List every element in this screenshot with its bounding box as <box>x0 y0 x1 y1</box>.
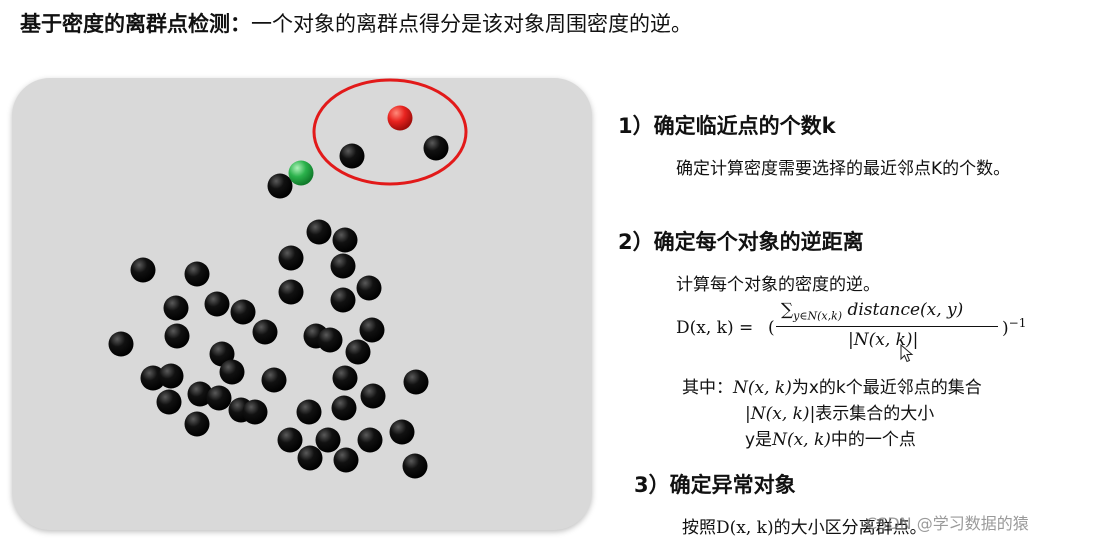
normal-point <box>297 445 323 471</box>
mouse-cursor-icon <box>900 344 914 363</box>
normal-point <box>261 367 287 393</box>
normal-point <box>331 395 357 421</box>
point-cloud <box>108 78 468 479</box>
normal-point <box>330 287 356 313</box>
note2-math: |N(x, k)| <box>745 404 816 424</box>
neighbor-point <box>288 160 314 186</box>
normal-point <box>252 319 278 345</box>
title-rest: 一个对象的离群点得分是该对象周围密度的逆。 <box>251 12 692 36</box>
step1-title: 1）确定临近点的个数k <box>618 114 836 138</box>
normal-point <box>423 135 449 161</box>
formula-open-paren: ( <box>768 318 775 338</box>
inverse-distance-formula: D(x, k) = ( ∑y∈N(x,k) distance(x, y) |N(… <box>676 296 1036 360</box>
outlier-point <box>387 105 413 131</box>
note-line3: y是N(x, k)中的一个点 <box>745 425 916 450</box>
formula-numerator: ∑y∈N(x,k) distance(x, y) <box>781 300 963 322</box>
normal-point <box>184 411 210 437</box>
note1-prefix: 其中： <box>682 378 733 398</box>
formula-numerator-term: distance(x, y) <box>842 300 964 320</box>
normal-point <box>306 219 332 245</box>
normal-point <box>219 359 245 385</box>
normal-point <box>317 327 343 353</box>
step1-desc: 确定计算密度需要选择的最近邻点K的个数。 <box>676 159 1011 179</box>
normal-point <box>163 295 189 321</box>
normal-point <box>156 389 182 415</box>
normal-point <box>158 363 184 389</box>
normal-point <box>315 427 341 453</box>
normal-point <box>130 257 156 283</box>
step3-desc-prefix: 按照 <box>682 518 716 538</box>
formula-sum-sub: y∈N(x,k) <box>793 309 843 323</box>
step2-desc: 计算每个对象的密度的逆。 <box>676 275 880 295</box>
normal-point <box>204 291 230 317</box>
step3-desc-text: 的大小区分离群点。 <box>773 518 927 538</box>
page-title: 基于密度的离群点检测：一个对象的离群点得分是该对象周围密度的逆。 <box>20 8 692 38</box>
note3-text: 中的一个点 <box>830 430 916 450</box>
normal-point <box>206 385 232 411</box>
normal-point <box>184 261 210 287</box>
normal-point <box>230 299 256 325</box>
normal-point <box>389 419 415 445</box>
scatter-panel <box>12 78 592 530</box>
note2-text: 表示集合的大小 <box>815 404 935 424</box>
note-line2: |N(x, k)|表示集合的大小 <box>745 399 934 424</box>
normal-point <box>360 383 386 409</box>
normal-point <box>277 427 303 453</box>
normal-point <box>345 339 371 365</box>
normal-point <box>296 399 322 425</box>
step3-title: 3）确定异常对象 <box>634 473 796 497</box>
note-line1: 其中：N(x, k)为x的k个最近邻点的集合 <box>682 373 982 398</box>
normal-point <box>267 173 293 199</box>
formula-lhs: D(x, k) = <box>676 318 754 338</box>
formula-close-paren: )−1 <box>1002 316 1026 339</box>
formula-sum: ∑ <box>781 300 794 320</box>
normal-point <box>333 447 359 473</box>
outlier-circle <box>312 78 468 186</box>
note1-text: 为x的k个最近邻点的集合 <box>791 378 982 398</box>
normal-point <box>332 365 358 391</box>
normal-point <box>357 427 383 453</box>
watermark: CSDN @学习数据的猿 <box>866 514 1029 533</box>
step3-desc-math: D(x, k) <box>716 518 774 538</box>
normal-point <box>108 331 134 357</box>
normal-point <box>164 323 190 349</box>
step3-desc: 按照D(x, k)的大小区分离群点。 <box>682 513 927 538</box>
note3-prefix: y是 <box>745 430 773 450</box>
normal-point <box>278 245 304 271</box>
note1-math: N(x, k) <box>733 378 792 398</box>
normal-point <box>403 369 429 395</box>
note3-math: N(x, k) <box>772 430 831 450</box>
normal-point <box>242 399 268 425</box>
normal-point <box>187 381 213 407</box>
fraction-bar <box>776 326 998 327</box>
title-bold: 基于密度的离群点检测： <box>20 12 251 36</box>
normal-point <box>356 275 382 301</box>
normal-point <box>278 279 304 305</box>
normal-point <box>339 143 365 169</box>
formula-close: ) <box>1002 318 1009 339</box>
formula-exponent: −1 <box>1008 316 1027 330</box>
normal-point <box>402 453 428 479</box>
normal-point <box>359 317 385 343</box>
step2-title: 2）确定每个对象的逆距离 <box>618 230 864 254</box>
normal-point <box>332 227 358 253</box>
normal-point <box>330 253 356 279</box>
